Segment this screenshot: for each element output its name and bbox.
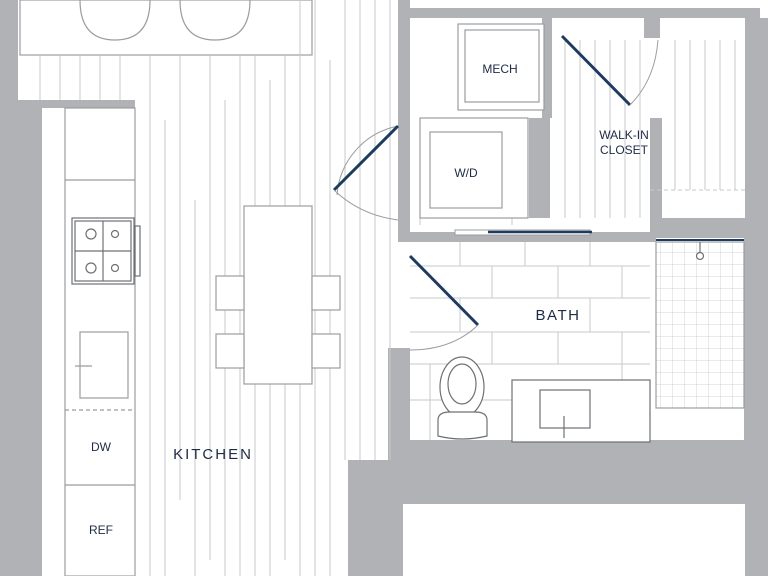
upper-counter — [19, 0, 313, 56]
room-label-bath: BATH — [536, 307, 581, 324]
room-label-walkin-line1: WALK-IN — [599, 128, 649, 142]
appliance-label-dw: DW — [91, 440, 112, 454]
cooktop — [71, 217, 141, 285]
utility-closets — [419, 23, 545, 219]
doors — [332, 34, 659, 351]
bath-vanity — [511, 379, 651, 443]
kitchen-island — [215, 205, 341, 385]
room-label-mech: MECH — [482, 62, 517, 76]
room-label-wd: W/D — [454, 166, 478, 180]
room-label-kitchen: KITCHEN — [173, 446, 253, 463]
appliance-label-ref: REF — [89, 523, 113, 537]
toilet — [437, 356, 488, 440]
closet-floor-planks — [564, 40, 745, 218]
shower — [655, 239, 745, 409]
kitchen-counter — [64, 107, 136, 576]
room-label-walkin-line2: CLOSET — [600, 143, 649, 157]
kitchen-sink — [75, 331, 129, 399]
